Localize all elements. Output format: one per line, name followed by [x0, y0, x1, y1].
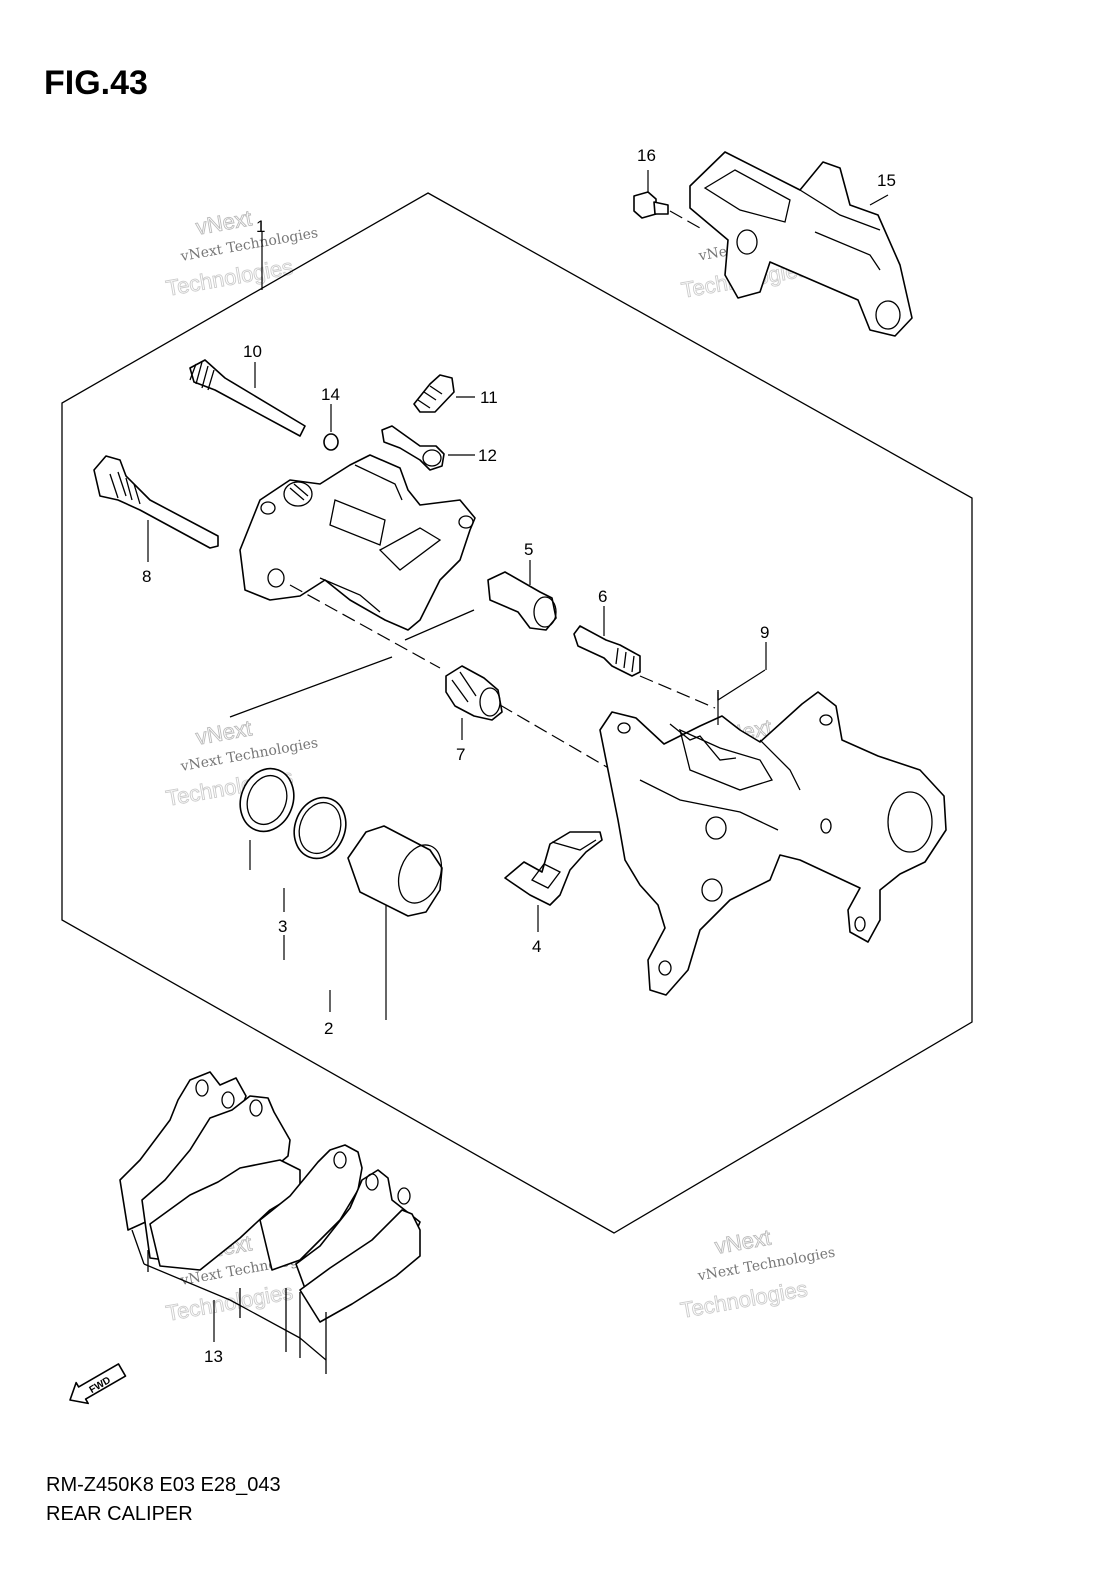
part-3-seals: [239, 767, 347, 912]
watermark-vnext: vNext: [194, 205, 254, 239]
assembly-line-c: [639, 675, 716, 709]
callout-1: 1: [256, 217, 265, 236]
caliper-body: [239, 454, 476, 631]
callout-9: 9: [760, 623, 769, 642]
part-12-cap: [381, 425, 475, 471]
callout-14: 14: [321, 385, 340, 404]
callout-13: 13: [204, 1347, 223, 1366]
caliper-edge-line: [404, 609, 475, 641]
callout-15: 15: [877, 171, 896, 190]
watermark-group-6: vNext vNext Technologies Technologies: [678, 1224, 836, 1323]
part-15-bracket: [689, 151, 913, 337]
fwd-arrow-icon: FWD: [69, 1363, 127, 1405]
figure-title: FIG.43: [44, 64, 148, 102]
caliper-edge-line-2: [229, 656, 393, 718]
assembly-boundary: [61, 192, 973, 1234]
callout-11: 11: [480, 388, 498, 407]
assembly-line-b: [499, 704, 613, 771]
watermark-group-3: vNext vNext Technologies Technologies: [164, 715, 320, 811]
part-10-pin: [189, 359, 306, 437]
part-4-pad-spring: [504, 831, 603, 932]
watermark-group-1: vNext vNext Technologies Technologies: [164, 205, 320, 301]
part-8-pin: [93, 455, 219, 562]
watermark-technologies: Technologies: [679, 1276, 810, 1323]
callout-7: 7: [456, 745, 465, 764]
callout-3: 3: [278, 917, 287, 936]
callout-4: 4: [532, 937, 541, 956]
part-14-ring: [323, 433, 339, 451]
watermark-vnext: vNext: [713, 1225, 773, 1259]
assembly-line-a: [289, 584, 441, 669]
part-2-piston: [347, 825, 443, 1020]
watermark-vnext: vNext: [194, 715, 254, 749]
callout-8: 8: [142, 567, 151, 586]
part-11-bleeder: [413, 374, 475, 413]
callout-2: 2: [324, 1019, 333, 1038]
diagram-code: RM-Z450K8 E03 E28_043: [46, 1474, 281, 1496]
callout-6: 6: [598, 587, 607, 606]
callout-12: 12: [478, 446, 497, 465]
part-7-boot: [445, 665, 503, 740]
part-6-bolt: [573, 606, 641, 677]
callout-10: 10: [243, 342, 262, 361]
part-13-brake-pads: [119, 1071, 421, 1374]
diagram-name: REAR CALIPER: [46, 1503, 193, 1525]
fwd-arrow-label: FWD: [88, 1375, 113, 1396]
part-5-sleeve: [487, 560, 557, 631]
part-9-bracket: [599, 642, 947, 996]
callout-16: 16: [637, 146, 656, 165]
part-16-bolt: [633, 170, 701, 229]
callout-5: 5: [524, 540, 533, 559]
